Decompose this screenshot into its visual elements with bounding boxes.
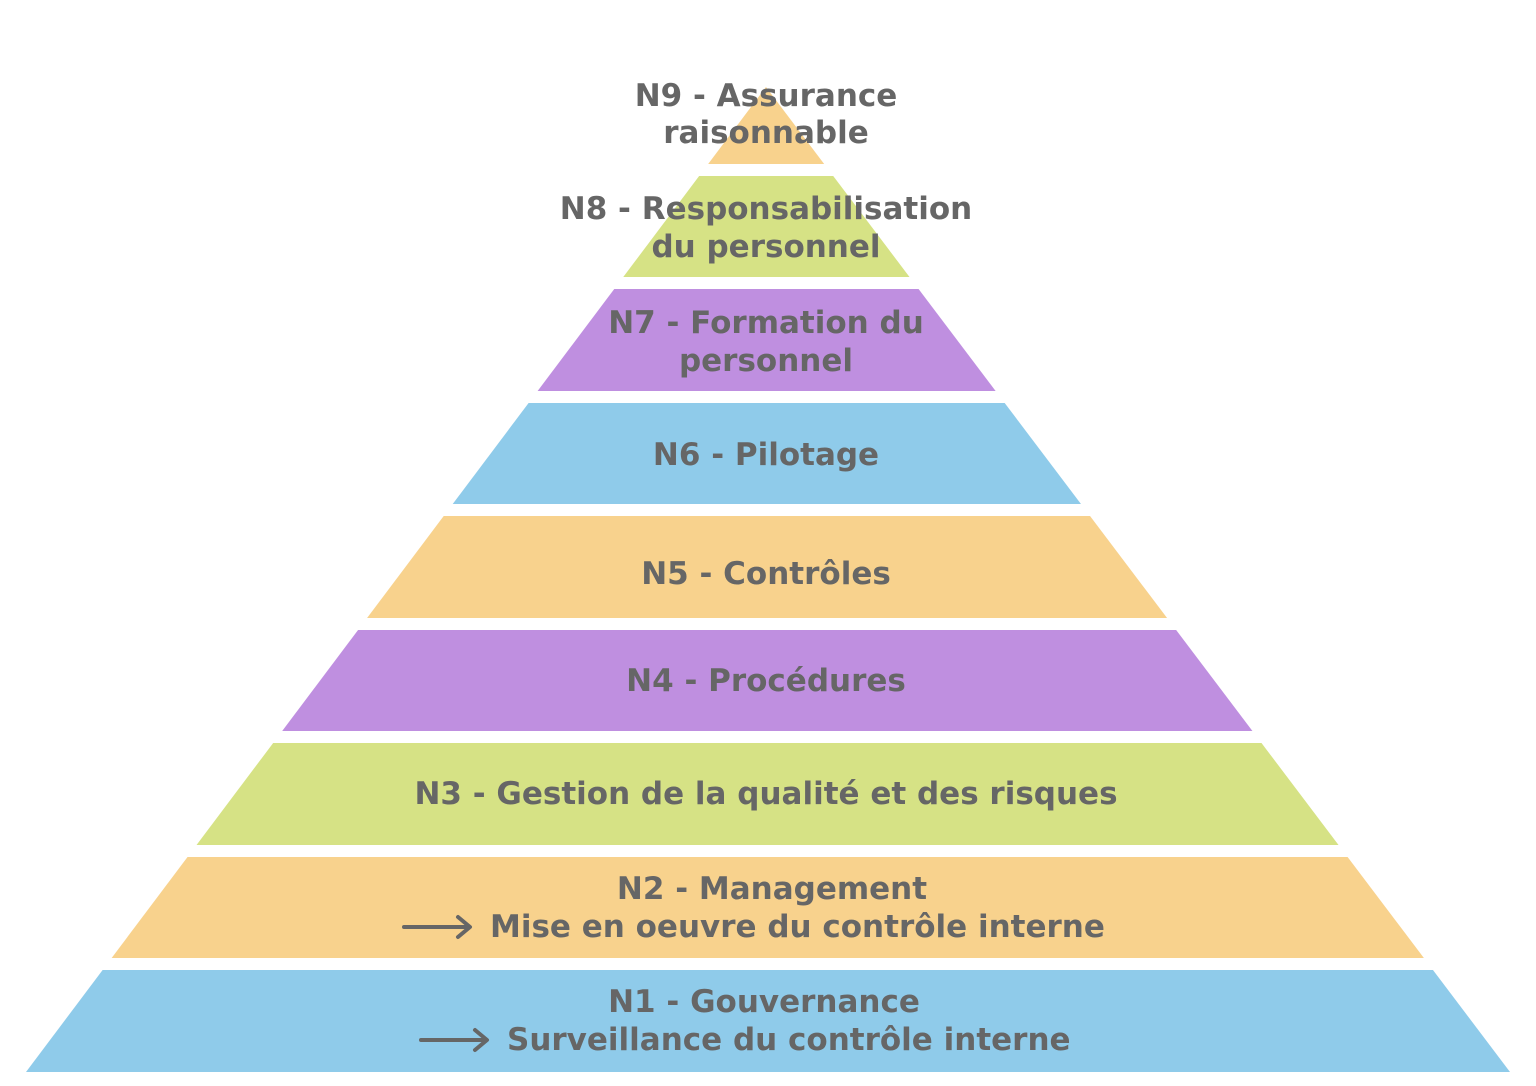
right-arrow-icon — [419, 1028, 489, 1052]
tier-n9-label-line-2: raisonnable — [663, 115, 868, 151]
tier-n1-label-line-1: N1 - Gouvernance — [608, 984, 920, 1020]
tier-n5-label-line-1: N5 - Contrôles — [641, 556, 891, 592]
tier-n5: N5 - Contrôles — [367, 516, 1168, 618]
tier-n3: N3 - Gestion de la qualité et des risque… — [196, 743, 1339, 845]
tier-n3-label-line-1: N3 - Gestion de la qualité et des risque… — [414, 776, 1117, 812]
tier-n6: N6 - Pilotage — [452, 403, 1081, 504]
tier-n8-shape — [623, 176, 910, 277]
tier-n4: N4 - Procédures — [282, 630, 1253, 731]
tier-n2-label-line-1: N2 - Management — [617, 871, 927, 907]
tier-n7-label-line-1: N7 - Formation du — [608, 305, 924, 341]
tier-n8-label-line-2: du personnel — [651, 229, 880, 265]
tier-n9-label-line-1: N9 - Assurance — [635, 78, 898, 114]
tier-n2-shape — [111, 857, 1424, 958]
right-arrow-icon — [402, 915, 472, 939]
tier-n4-label-line-1: N4 - Procédures — [626, 663, 906, 699]
tier-n6-shape — [452, 403, 1081, 504]
tier-n8-label-line-1: N8 - Responsabilisation — [560, 191, 973, 227]
tier-n4-shape — [282, 630, 1253, 731]
tier-n7-shape — [537, 289, 996, 391]
tier-n3-shape — [196, 743, 1339, 845]
tier-n7-label-line-2: personnel — [679, 343, 853, 379]
tier-n1-shape — [26, 970, 1510, 1072]
tier-n1-label-line-2: Surveillance du contrôle interne — [507, 1022, 1071, 1058]
tier-n2-label-line-2: Mise en oeuvre du contrôle interne — [490, 909, 1105, 945]
tier-n6-label-line-1: N6 - Pilotage — [653, 437, 879, 473]
tier-n5-shape — [367, 516, 1168, 618]
tier-n9-shape — [708, 87, 825, 164]
